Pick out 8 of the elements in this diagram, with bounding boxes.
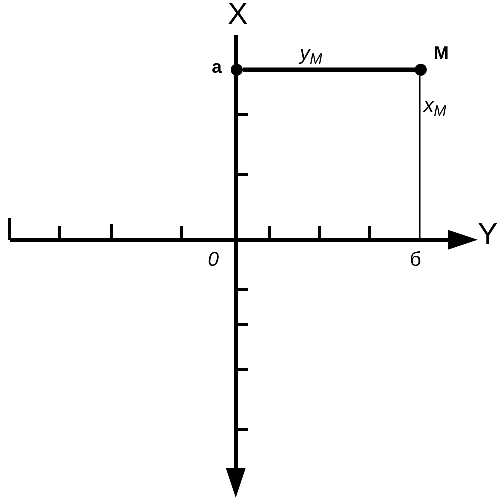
projection-line: [419, 76, 421, 240]
projection-line: [243, 68, 415, 72]
axis-label: б: [410, 250, 422, 270]
axis-label: Y: [478, 220, 498, 250]
point-label: М: [434, 44, 449, 62]
axis-label: 0: [208, 250, 220, 270]
axis-label: X: [228, 0, 248, 30]
point-label: а: [212, 58, 222, 76]
